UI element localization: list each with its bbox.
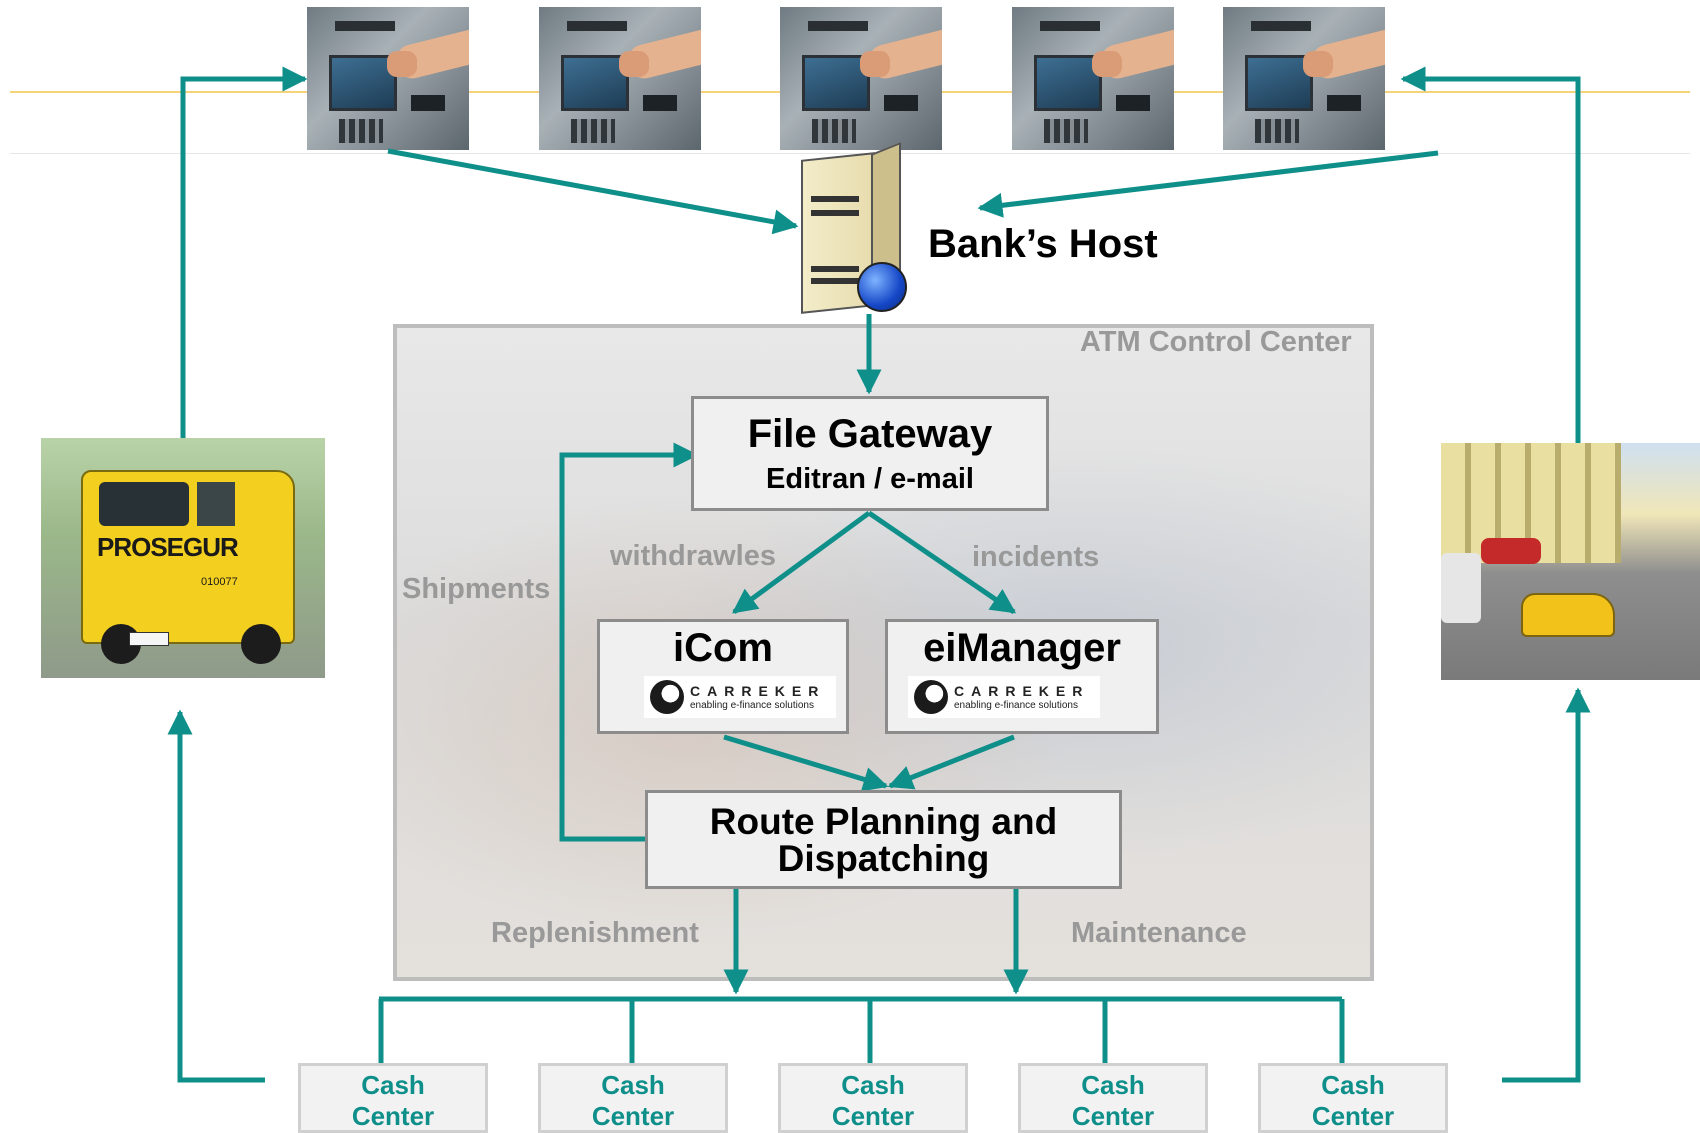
file-gateway-title: File Gateway [747, 412, 993, 456]
server-icon [797, 141, 907, 314]
atm-photo [1012, 7, 1174, 150]
logo-brand-text: CARREKER [954, 682, 1090, 699]
street-photo [1441, 443, 1700, 680]
file-gateway-box: File Gateway Editran / e-mail [691, 396, 1049, 511]
atm-photo [780, 7, 942, 150]
incidents-label: incidents [972, 541, 1100, 573]
carreker-logo: CARREKER enabling e-finance solutions [908, 676, 1100, 718]
logo-tagline-text: enabling e-finance solutions [690, 699, 814, 711]
carreker-mark-icon [914, 680, 948, 714]
cash-center-line1: Cash [361, 1070, 425, 1100]
cash-center-box: Cash Center [1018, 1063, 1208, 1133]
cash-center-line1: Cash [1081, 1070, 1145, 1100]
icom-title: iCom [673, 626, 773, 670]
carreker-logo: CARREKER enabling e-finance solutions [644, 676, 836, 718]
cash-center-line1: Cash [601, 1070, 665, 1100]
logo-tagline-text: enabling e-finance solutions [954, 699, 1078, 711]
cash-center-line1: Cash [1321, 1070, 1385, 1100]
icom-box: iCom CARREKER enabling e-finance solutio… [597, 619, 849, 734]
van-number-text: 010077 [201, 576, 238, 588]
armored-van-photo: PROSEGUR 010077 [41, 438, 325, 678]
atm-photo [539, 7, 701, 150]
cash-center-line1: Cash [841, 1070, 905, 1100]
route-planning-line1: Route Planning and [709, 801, 1058, 842]
carreker-mark-icon [650, 680, 684, 714]
maintenance-label: Maintenance [1071, 917, 1247, 949]
route-planning-box: Route Planning and Dispatching [645, 790, 1122, 889]
cash-center-box: Cash Center [538, 1063, 728, 1133]
atm-photo [1223, 7, 1385, 150]
van-brand-text: PROSEGUR [97, 532, 239, 562]
cash-center-box: Cash Center [778, 1063, 968, 1133]
eimanager-title: eiManager [923, 626, 1121, 670]
logo-brand-text: CARREKER [690, 682, 826, 699]
withdrawles-label: withdrawles [610, 540, 776, 572]
globe-icon [857, 262, 907, 312]
file-gateway-subtitle: Editran / e-mail [766, 463, 974, 495]
replenishment-label: Replenishment [491, 917, 699, 949]
host-label: Bank’s Host [928, 222, 1158, 266]
cash-center-box: Cash Center [1258, 1063, 1448, 1133]
route-planning-line2: Dispatching [777, 838, 990, 879]
control-center-label: ATM Control Center [1080, 326, 1352, 358]
shipments-label: Shipments [402, 573, 551, 605]
eimanager-box: eiManager CARREKER enabling e-finance so… [885, 619, 1159, 734]
cash-center-line2: Center [1311, 1101, 1395, 1131]
cash-center-box: Cash Center [298, 1063, 488, 1133]
atm-photo [307, 7, 469, 150]
cash-center-line2: Center [351, 1101, 435, 1131]
cash-center-line2: Center [591, 1101, 675, 1131]
header-rule-gray [10, 153, 1690, 154]
cash-center-line2: Center [831, 1101, 915, 1131]
cash-center-line2: Center [1071, 1101, 1155, 1131]
